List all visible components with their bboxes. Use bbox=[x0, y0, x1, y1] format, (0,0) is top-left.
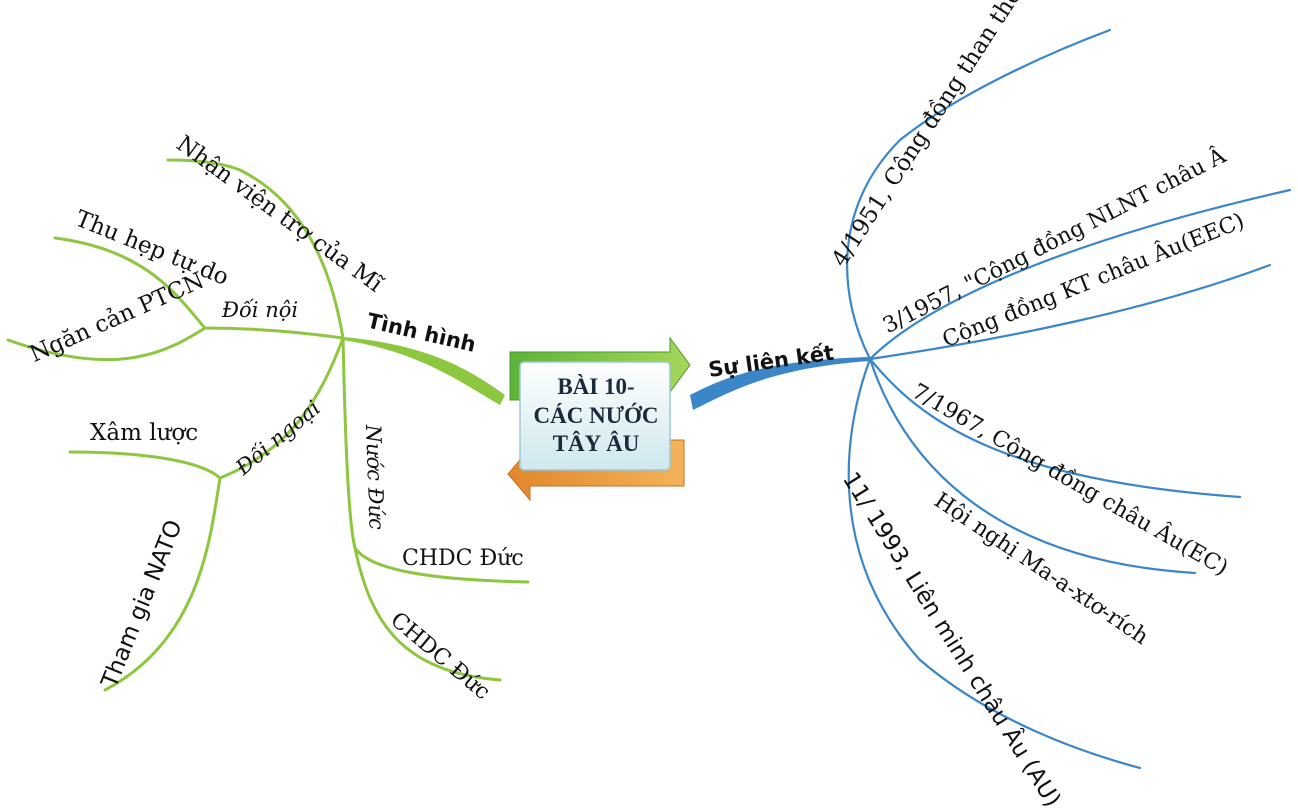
topic-doi-noi[interactable]: Đối nội bbox=[222, 298, 299, 322]
central-topic-line-1: BÀI 10- bbox=[557, 373, 635, 399]
topic-nuoc-duc[interactable]: Nước Đức bbox=[361, 424, 389, 531]
central-topic-icon bbox=[507, 336, 691, 502]
mind-map: BÀI 10- CÁC NƯỚC TÂY ÂU Tình hình Nhận v… bbox=[6, 0, 1292, 812]
branch-eec bbox=[868, 263, 1272, 361]
branch-su-lien-ket bbox=[690, 357, 870, 410]
central-topic[interactable]: BÀI 10- CÁC NƯỚC TÂY ÂU bbox=[518, 360, 674, 472]
branch-1951 bbox=[846, 28, 1112, 361]
branch-nhan-vien-tro bbox=[166, 158, 345, 340]
central-topic-line-3: TÂY ÂU bbox=[552, 431, 640, 457]
topic-chdc-duc-1[interactable]: CHDC Đức bbox=[402, 546, 524, 571]
central-topic-line-2: CÁC NƯỚC bbox=[533, 402, 659, 428]
branch-doi-ngoai bbox=[218, 336, 345, 480]
branch-1957 bbox=[868, 188, 1292, 361]
mind-map-branches bbox=[6, 28, 1292, 770]
branch-maastricht bbox=[868, 357, 1197, 575]
branch-tinh-hinh bbox=[343, 337, 505, 405]
branch-1993 bbox=[847, 357, 1142, 770]
topic-xam-luoc[interactable]: Xâm lược bbox=[90, 420, 199, 446]
branch-doi-noi bbox=[203, 326, 345, 340]
branch-1967 bbox=[868, 357, 1242, 499]
branch-nuoc-duc bbox=[341, 336, 357, 550]
